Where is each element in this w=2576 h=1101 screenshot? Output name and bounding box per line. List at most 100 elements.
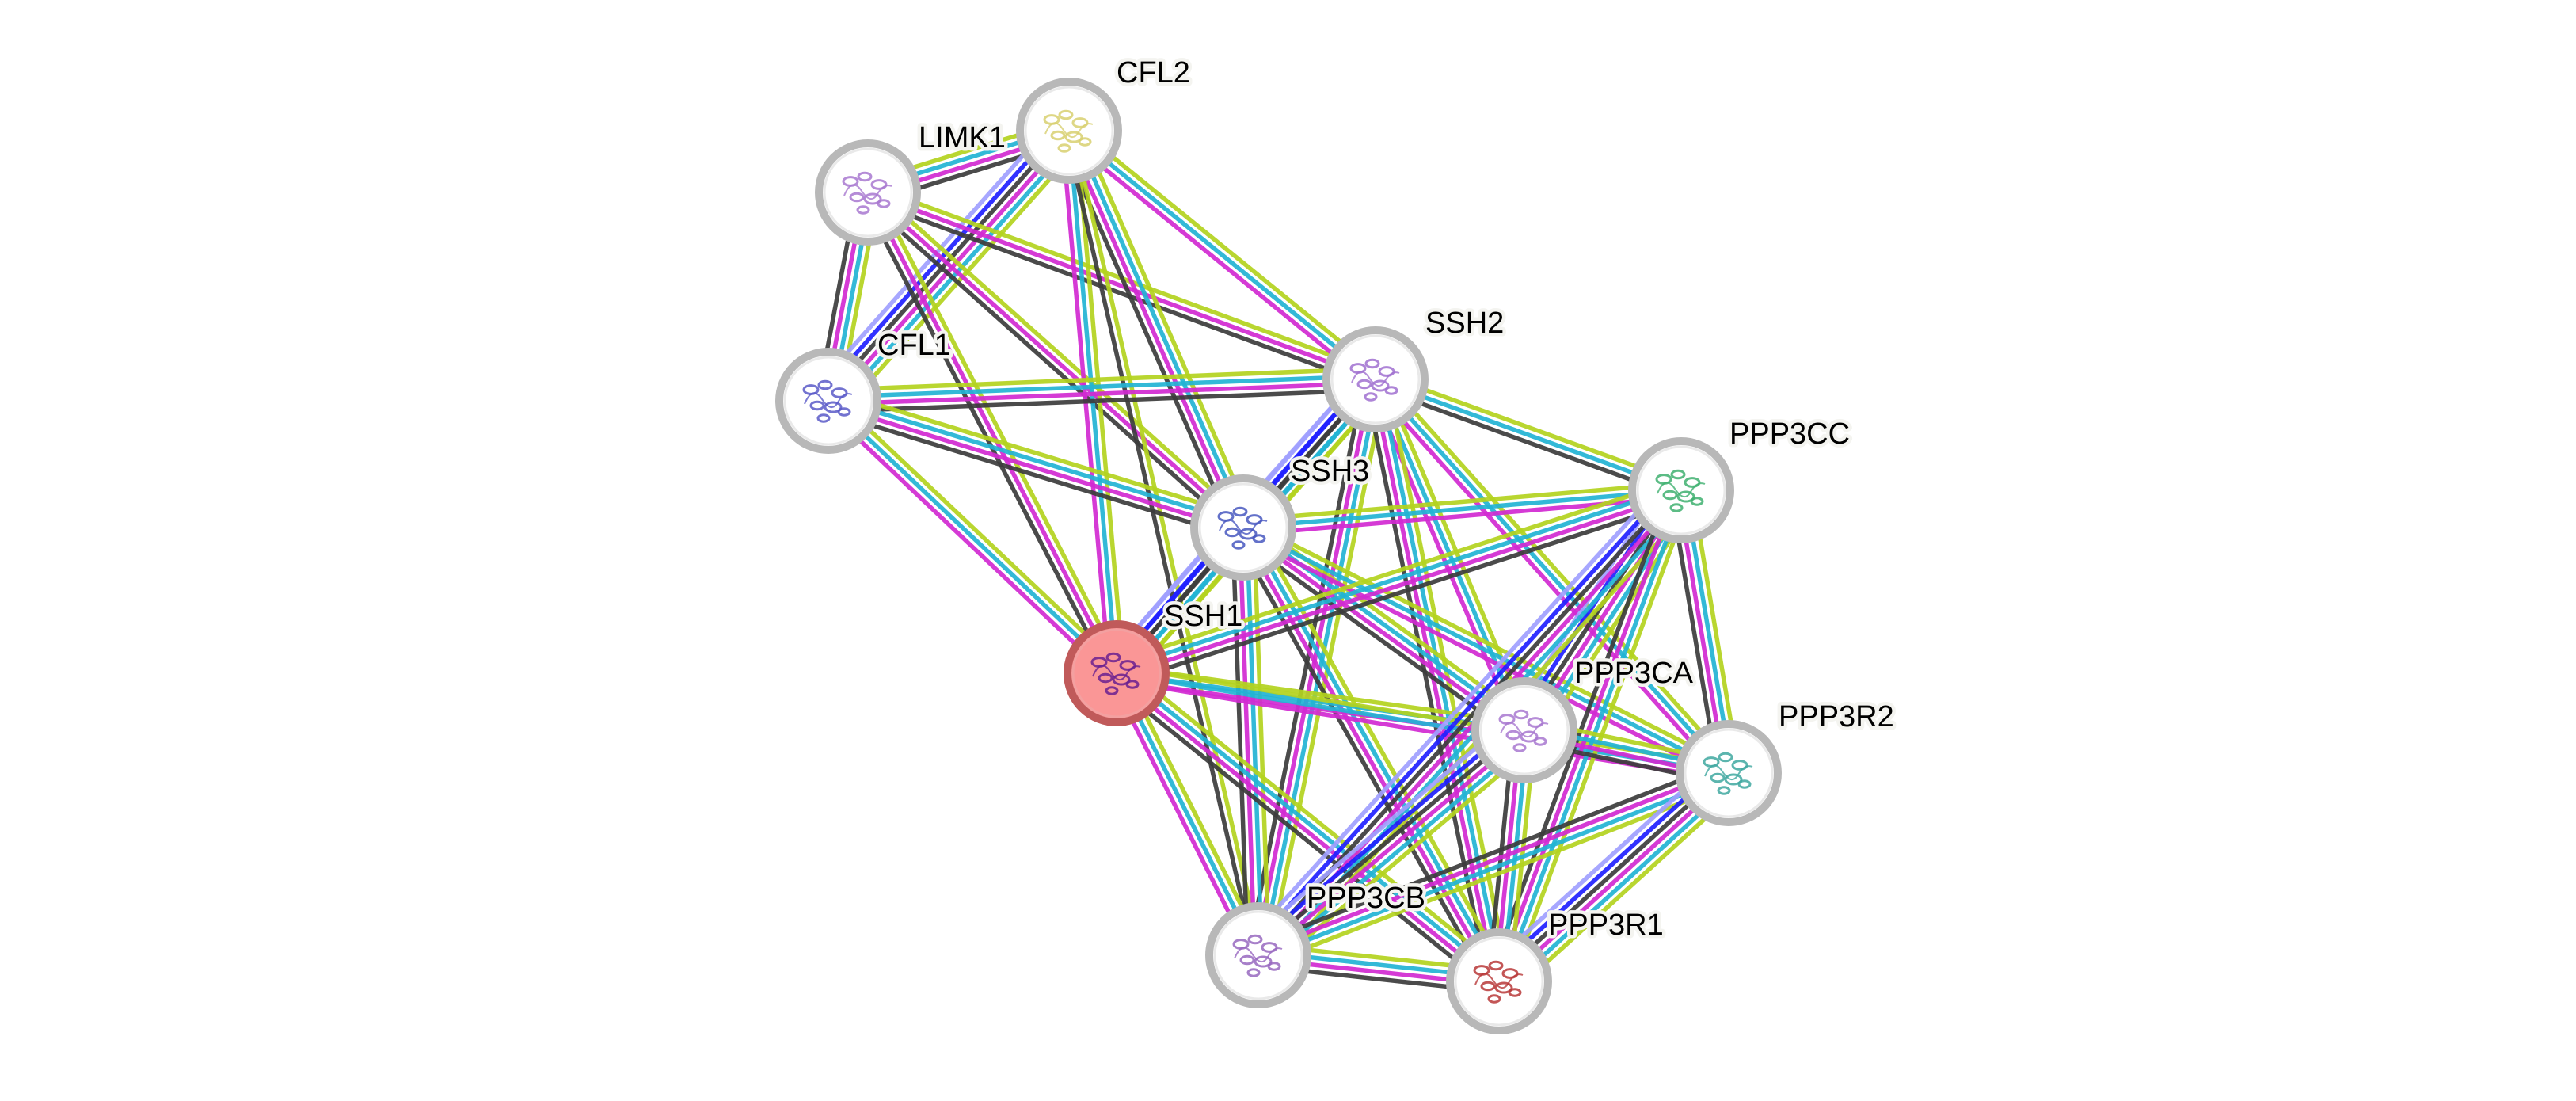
- node-ppp3cc[interactable]: [1628, 437, 1734, 543]
- protein-structure-icon: [1655, 469, 1706, 512]
- node-circle[interactable]: [1016, 78, 1122, 184]
- edge-line-homology: [1243, 477, 1670, 945]
- edge-line-coexpression: [1372, 383, 1680, 500]
- edge-ssh2-ppp3cc[interactable]: [1372, 370, 1685, 500]
- edge-line-experiments: [866, 191, 1119, 675]
- node-ssh2[interactable]: [1322, 326, 1429, 432]
- edge-line-textmining: [1377, 370, 1685, 486]
- node-ssh1[interactable]: [1064, 620, 1170, 726]
- protein-structure-icon: [1232, 934, 1283, 977]
- node-inner-ring: [1198, 482, 1288, 573]
- edge-line-database: [828, 395, 1246, 527]
- edge-line-textmining: [1245, 519, 1733, 769]
- protein-structure-icon: [1043, 109, 1094, 153]
- edge-cfl1-ssh3[interactable]: [824, 388, 1247, 540]
- node-inner-ring: [1071, 628, 1162, 718]
- edge-line-coexpression: [1254, 726, 1524, 954]
- edge-line-experiments: [1064, 131, 1242, 530]
- edge-line-cooccurrence: [1250, 720, 1520, 949]
- edge-line-database: [1070, 128, 1249, 528]
- edge-line-textmining: [1261, 781, 1733, 968]
- node-ppp3cb[interactable]: [1205, 902, 1311, 1008]
- edge-cfl1-ssh2[interactable]: [828, 366, 1376, 414]
- edge-line-coexpression: [1063, 131, 1258, 957]
- edge-line-database: [1373, 378, 1731, 775]
- node-inner-ring: [1213, 910, 1303, 1000]
- protein-structure-icon: [1349, 358, 1400, 402]
- edge-line-textmining: [1071, 123, 1382, 376]
- edge-line-experiments: [826, 402, 1243, 533]
- edge-line-coexpression: [828, 387, 1376, 414]
- edge-ssh1-ppp3r1[interactable]: [1108, 663, 1508, 992]
- edge-line-textmining: [1121, 663, 1508, 975]
- edge-line-coexpression: [864, 196, 1374, 389]
- edge-line-experiments: [867, 190, 1376, 382]
- edge-cfl2-ppp3cb[interactable]: [1063, 129, 1265, 957]
- node-label-ppp3ca: PPP3CA: [1574, 657, 1694, 690]
- edge-line-experiments: [1063, 134, 1373, 387]
- node-inner-ring: [1479, 685, 1570, 775]
- edge-line-database: [1242, 525, 1730, 775]
- edge-line-textmining: [1250, 521, 1511, 977]
- node-label-ssh1: SSH1: [1164, 600, 1242, 633]
- node-ssh3[interactable]: [1190, 474, 1296, 581]
- edge-ssh3-ppp3r2[interactable]: [1239, 519, 1733, 782]
- node-limk1[interactable]: [815, 139, 921, 246]
- node-circle[interactable]: [1064, 620, 1170, 726]
- protein-structure-icon: [1473, 960, 1524, 1004]
- node-ppp3r1[interactable]: [1446, 928, 1552, 1034]
- edge-line-database: [1067, 128, 1377, 382]
- protein-structure-icon: [842, 171, 892, 215]
- edge-line-experiments: [866, 190, 1245, 530]
- node-inner-ring: [1684, 728, 1774, 818]
- edge-ssh1-ppp3cc[interactable]: [1112, 478, 1686, 686]
- edge-line-experiments: [1256, 768, 1729, 954]
- node-circle[interactable]: [1190, 474, 1296, 581]
- node-circle[interactable]: [1471, 677, 1577, 783]
- edge-line-cooccurrence: [1248, 482, 1676, 950]
- node-label-ssh2: SSH2: [1425, 307, 1504, 340]
- edge-line-coexpression: [1108, 680, 1494, 992]
- edge-cfl2-ssh2[interactable]: [1063, 123, 1382, 387]
- node-circle[interactable]: [1446, 928, 1552, 1034]
- edge-line-experiments: [1238, 528, 1498, 985]
- edge-line-coexpression: [862, 196, 1240, 535]
- edge-ppp3r2-ppp3cb[interactable]: [1254, 760, 1733, 968]
- edge-line-experiments: [1259, 731, 1528, 960]
- edge-line-textmining: [1076, 125, 1255, 524]
- labels-layer: CFL2LIMK1CFL1SSH2PPP3CCSSH3SSH1PPP3CAPPP…: [874, 53, 1898, 946]
- node-circle[interactable]: [1676, 720, 1782, 826]
- node-circle[interactable]: [1322, 326, 1429, 432]
- node-circle[interactable]: [1205, 902, 1311, 1008]
- node-inner-ring: [1024, 86, 1114, 176]
- edge-ssh3-ppp3cb[interactable]: [1230, 527, 1272, 956]
- protein-structure-icon: [1217, 506, 1268, 550]
- edge-line-database: [1258, 774, 1731, 961]
- edge-line-experiments: [1108, 675, 1254, 960]
- node-inner-ring: [1636, 445, 1726, 535]
- edge-line-experiments: [828, 380, 1376, 407]
- edge-ssh2-ppp3r2[interactable]: [1368, 373, 1736, 779]
- node-ppp3r2[interactable]: [1676, 720, 1782, 826]
- protein-structure-icon: [802, 379, 853, 423]
- protein-structure-icon: [1090, 652, 1141, 695]
- node-label-ppp3r2: PPP3R2: [1779, 700, 1894, 733]
- edge-line-textmining: [872, 188, 1125, 672]
- edge-line-coexpression: [1230, 528, 1250, 956]
- edge-cfl2-ssh3[interactable]: [1057, 125, 1255, 533]
- edge-limk1-ssh3[interactable]: [862, 185, 1250, 535]
- node-cfl1[interactable]: [775, 348, 881, 454]
- node-circle[interactable]: [815, 139, 921, 246]
- edge-cfl1-ssh1[interactable]: [821, 394, 1124, 680]
- edge-line-database: [828, 373, 1376, 400]
- node-label-ppp3cb: PPP3CB: [1307, 882, 1425, 915]
- edge-line-textmining: [1070, 129, 1265, 955]
- node-cfl2[interactable]: [1016, 78, 1122, 184]
- node-ppp3ca[interactable]: [1471, 677, 1577, 783]
- edge-line-homology: [1245, 714, 1515, 943]
- node-label-ssh3: SSH3: [1291, 455, 1369, 488]
- node-circle[interactable]: [775, 348, 881, 454]
- node-circle[interactable]: [1628, 437, 1734, 543]
- node-label-cfl2: CFL2: [1117, 56, 1190, 90]
